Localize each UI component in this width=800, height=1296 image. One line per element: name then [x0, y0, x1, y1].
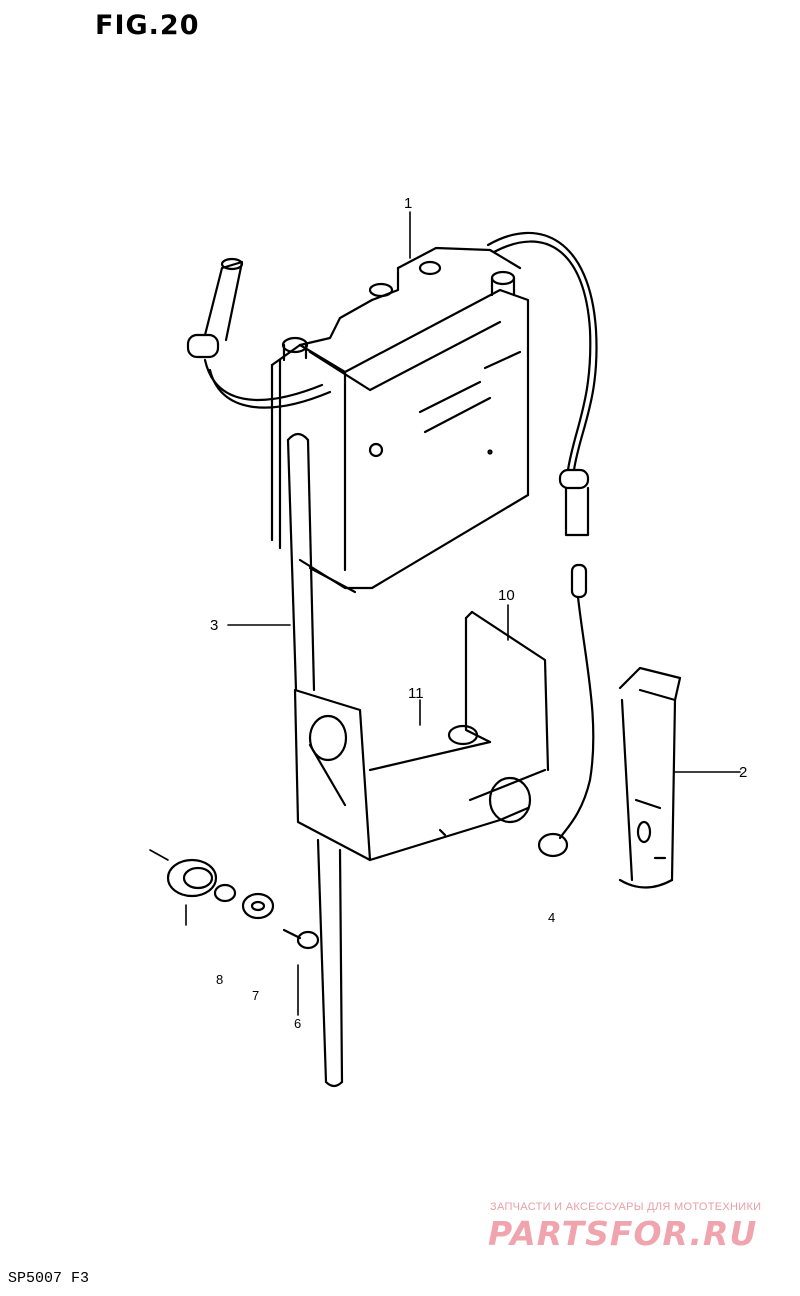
figure-title: FIG.20	[95, 10, 200, 41]
cable-right	[486, 231, 598, 858]
hardware-washers-bolt	[166, 858, 320, 950]
retaining-strap	[618, 666, 682, 889]
callout-10: 10	[498, 587, 515, 604]
diagram-code: SP5007 F3	[8, 1270, 90, 1287]
leader-lines	[149, 211, 741, 1016]
breather-tube	[286, 432, 344, 1088]
callout-8: 8	[216, 972, 223, 987]
battery-holder	[293, 610, 550, 862]
callout-11: 11	[408, 685, 424, 702]
callout-7: 7	[252, 988, 259, 1003]
terminal-cable-left	[186, 257, 332, 409]
callout-6: 6	[294, 1016, 301, 1031]
callout-3: 3	[210, 617, 218, 634]
battery	[270, 246, 530, 594]
callout-4: 4	[548, 910, 555, 925]
callout-2: 2	[739, 764, 747, 781]
watermark-subtitle: ЗАПЧАСТИ И АКСЕССУАРЫ ДЛЯ МОТОТЕХНИКИ	[490, 1201, 762, 1213]
watermark-logo: PARTSFOR.RU	[488, 1214, 758, 1253]
callout-1: 1	[404, 195, 412, 212]
